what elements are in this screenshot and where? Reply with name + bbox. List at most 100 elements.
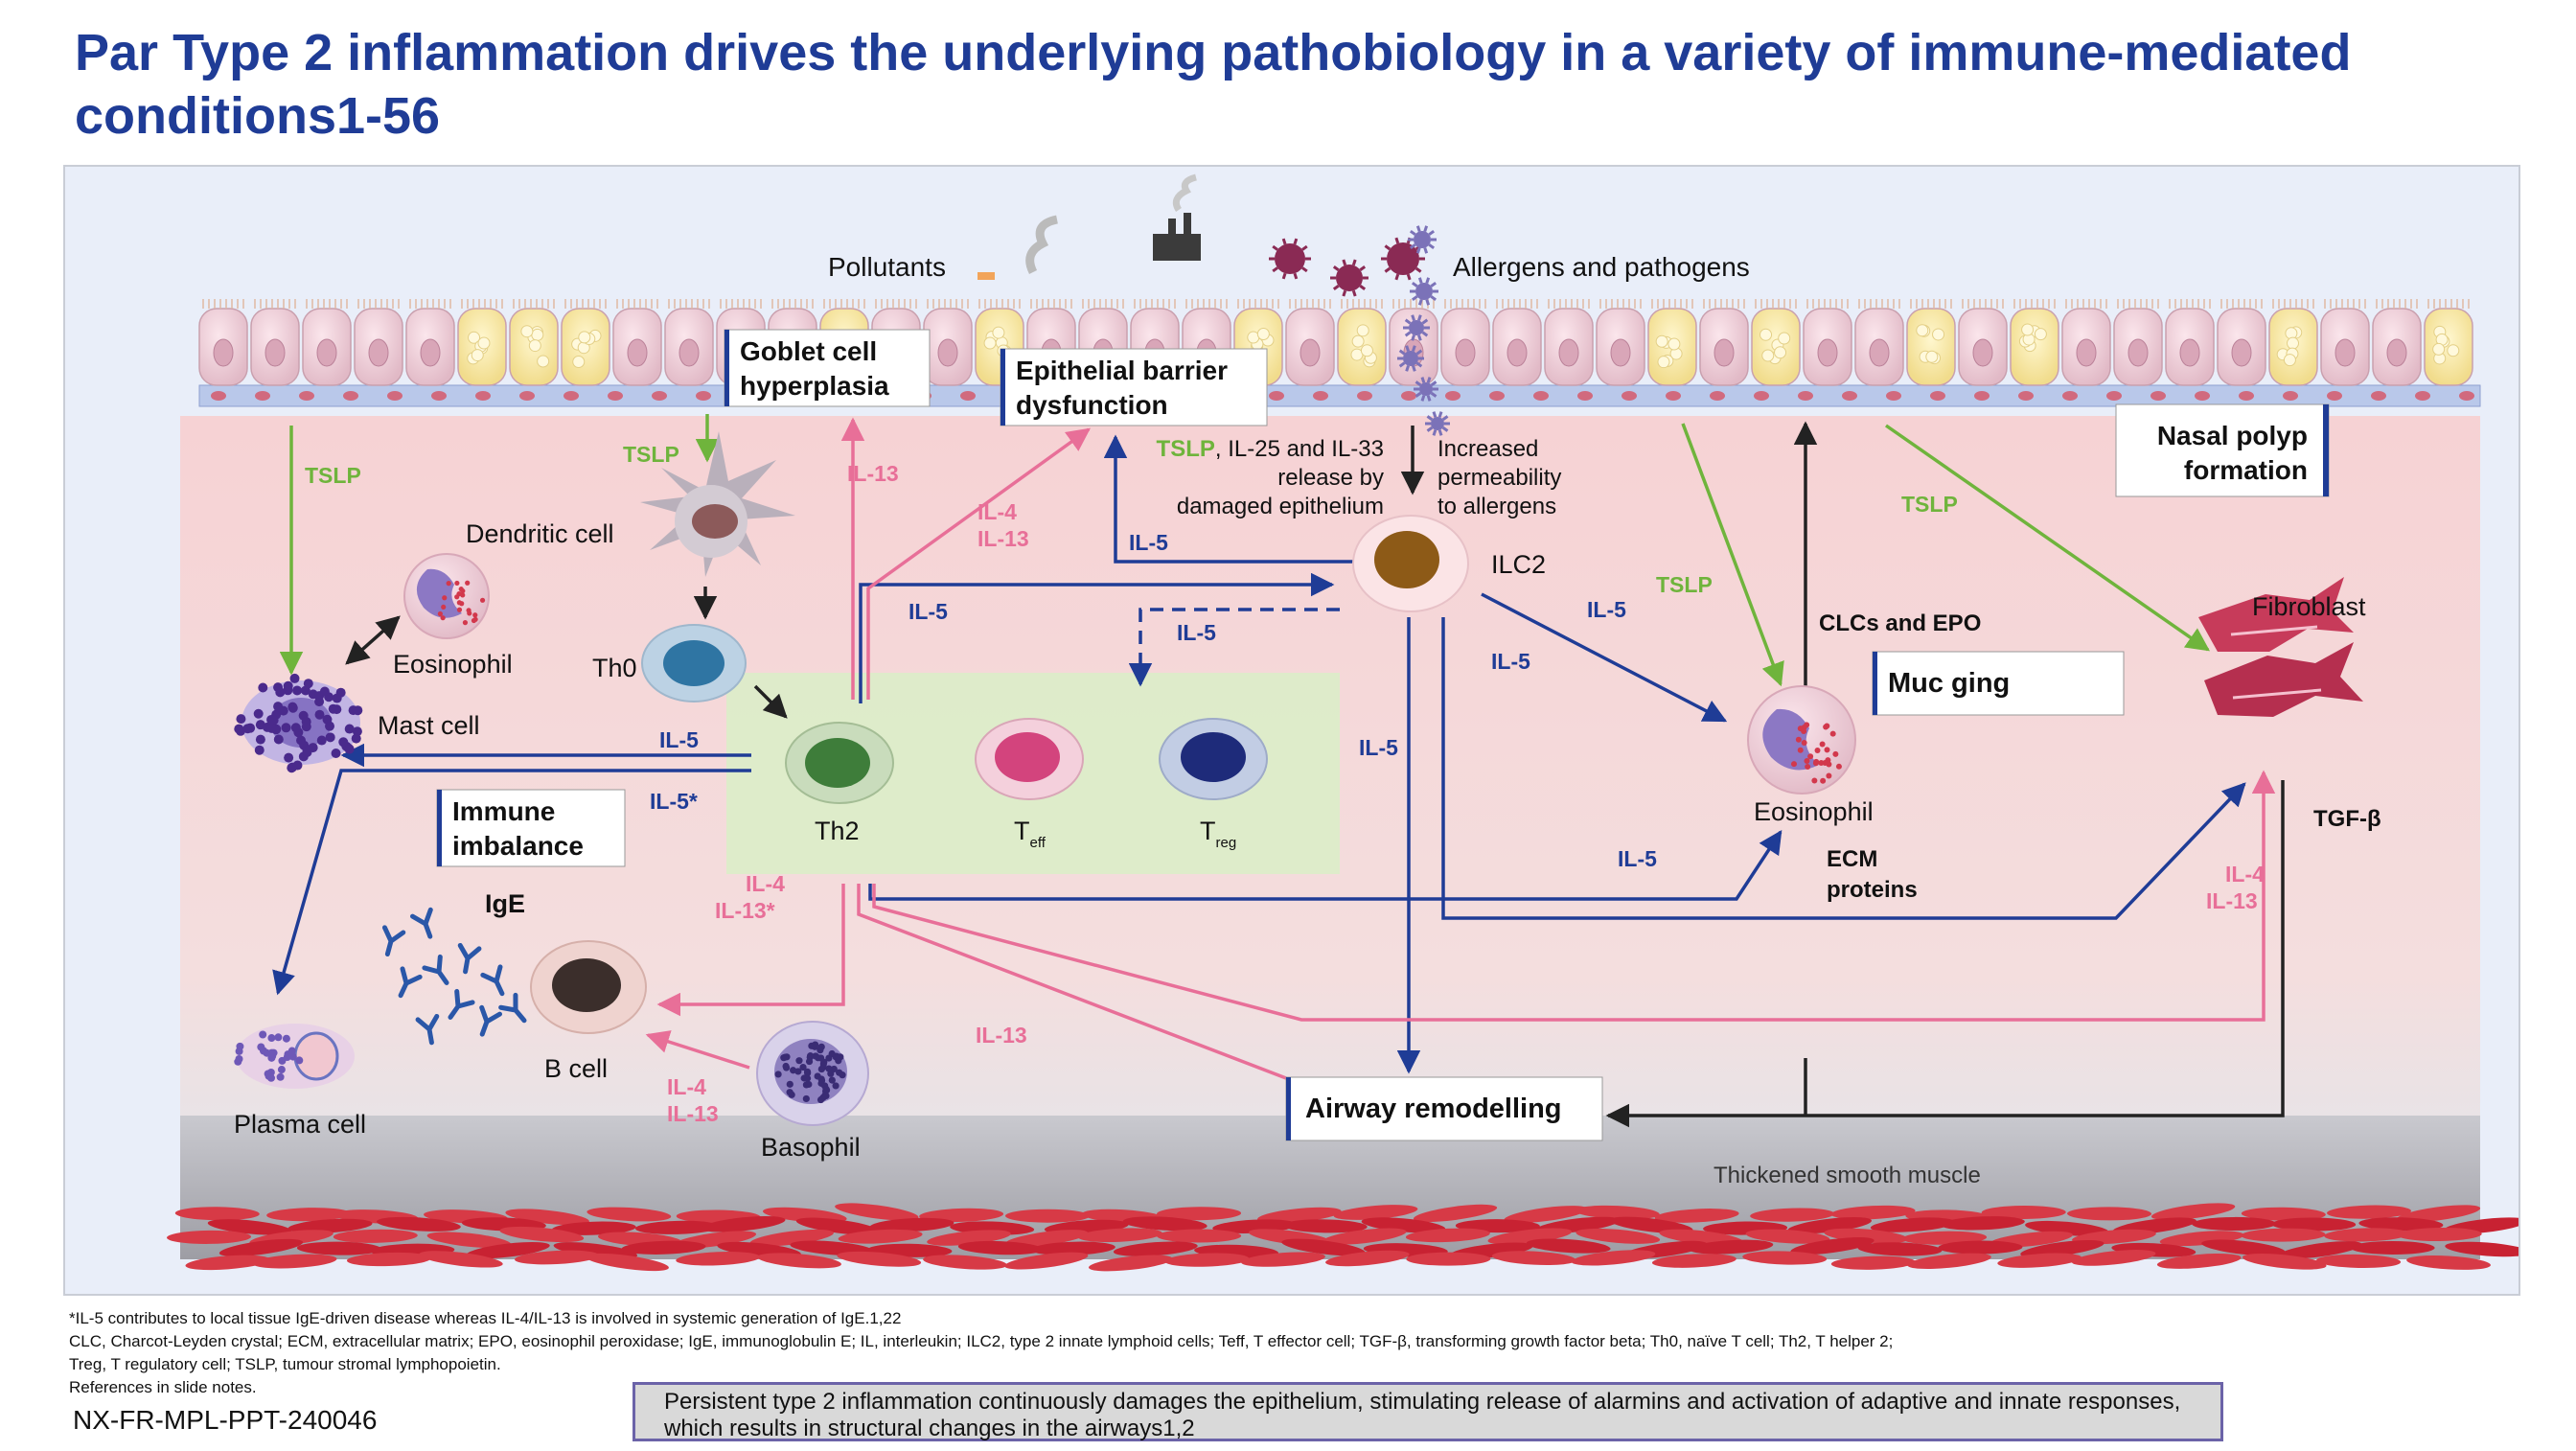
il5-label-airway: IL-5 [1359, 735, 1398, 760]
il13-to-airway [857, 884, 1346, 1104]
il4-il13-basophil-to-bcell [645, 1030, 750, 1070]
il5-label-ilc2-eos: IL-5 [1587, 597, 1626, 622]
allergens-label: Allergens and pathogens [1453, 252, 1750, 282]
il4-il13-to-fibroblast [872, 770, 2276, 1022]
tslp-label-fibroblast: TSLP [1901, 492, 1958, 517]
footnote-line-1: *IL-5 contributes to local tissue IgE-dr… [69, 1309, 902, 1327]
ige-label: IgE [485, 889, 525, 918]
mast-eosinophil-arrow [345, 615, 401, 665]
il4-label-epithelium: IL-4 [978, 499, 1017, 524]
airway-label: Airway remodelling [1305, 1094, 1562, 1124]
goblet-cell-hyperplasia-box: Goblet cell hyperplasia [724, 329, 931, 407]
tslp-arrow-eosinophil [1681, 423, 1784, 687]
diagram-panel: Pollutants Allergens and pathogens [63, 165, 2520, 1296]
treg-cell [1159, 718, 1268, 800]
il13-label-epithelium: IL-13 [978, 526, 1029, 551]
fibroblast-to-airway-line [1806, 780, 2285, 1117]
il4-il13-to-epithelium [866, 427, 1091, 700]
nasal-label-2: formation [2184, 455, 2308, 485]
plasma-cell-label: Plasma cell [234, 1110, 366, 1139]
th0-label: Th0 [592, 654, 637, 682]
document-code: NX-FR-MPL-PPT-240046 [73, 1405, 378, 1435]
release-text-3: damaged epithelium [1177, 494, 1384, 519]
goblet-label-1: Goblet cell [740, 336, 877, 366]
basophil-label: Basophil [761, 1133, 861, 1162]
epithelial-label-2: dysfunction [1016, 390, 1168, 420]
pollutants-icon [978, 173, 1201, 280]
il4-il13-to-bcell [656, 884, 845, 1017]
ecm-label-1: ECM [1827, 846, 1877, 872]
ilc2-cell [1352, 515, 1469, 612]
b-cell-label: B cell [544, 1054, 608, 1083]
th0-to-th2-arrow [753, 684, 788, 719]
permeability-text-3: to allergens [1438, 494, 1556, 519]
treg-label: Treg [1200, 817, 1236, 851]
il5-label-ilc2-down: IL-5 [1491, 649, 1530, 674]
il13-label-fibroblast: IL-13 [2206, 888, 2258, 913]
il13-label-airway: IL-13 [976, 1023, 1027, 1048]
epithelial-label-1: Epithelial barrier [1016, 356, 1228, 385]
immune-label-1: Immune [452, 796, 555, 826]
tslp-label-eosinophil: TSLP [1656, 572, 1713, 597]
tslp-label-mast: TSLP [305, 463, 361, 488]
eosinophil-right-cell [1747, 685, 1856, 795]
fibroblast-cell [2198, 577, 2363, 717]
nasal-label-1: Nasal polyp [2157, 421, 2308, 450]
teff-cell [975, 718, 1084, 800]
fibroblast-label: Fibroblast [2252, 592, 2366, 621]
basal-layer [198, 384, 2481, 407]
clcs-epo-label: CLCs and EPO [1819, 610, 1981, 636]
footnote-line-2: CLC, Charcot-Leyden crystal; ECM, extrac… [69, 1332, 1894, 1350]
il5-th2-to-eosinophil [868, 829, 1782, 901]
il4-label-fibroblast: IL-4 [2225, 862, 2265, 887]
summary-box: Persistent type 2 inflammation continuou… [632, 1382, 2223, 1441]
footnote-line-3: Treg, T regulatory cell; TSLP, tumour st… [69, 1355, 501, 1373]
il5-label-th2-eos: IL-5 [1618, 846, 1657, 871]
dendritic-cell [640, 431, 795, 577]
immune-label-2: imbalance [452, 831, 584, 861]
release-text-2: release by [1277, 465, 1384, 491]
basophil-cell [756, 1021, 869, 1126]
il13-label-goblet: IL-13 [847, 461, 899, 486]
th2-cell [785, 722, 894, 804]
footnote-line-4: References in slide notes. [69, 1378, 257, 1396]
ilc2-label: ILC2 [1491, 550, 1546, 579]
mast-cell-label: Mast cell [378, 711, 480, 740]
b-cell [530, 940, 647, 1034]
epithelial-cells [198, 299, 2473, 386]
th0-cell [641, 624, 747, 702]
plasma-cell [234, 1024, 355, 1089]
goblet-label-2: hyperplasia [740, 371, 889, 401]
pollutants-label: Pollutants [828, 252, 946, 282]
il5-ilc2-to-epithelium [1103, 434, 1370, 564]
il5-ilc2-to-eosinophil [1481, 592, 1728, 723]
release-text-1: TSLP, IL-25 and IL-33 [1157, 436, 1384, 462]
ecm-label-2: proteins [1827, 877, 1918, 903]
smooth-muscle-cells [167, 1203, 2518, 1272]
il4-label-bcell: IL-4 [746, 871, 785, 896]
il5-ilc2-to-tcells-dashed [1128, 608, 1340, 687]
permeability-text-2: permeability [1438, 465, 1561, 491]
il5-label-th2-ilc2: IL-5 [908, 599, 948, 624]
permeability-text-1: Increased [1438, 436, 1538, 462]
th2-label: Th2 [815, 817, 860, 845]
allergen-pathogen-icons [1269, 225, 1450, 436]
eosinophil-left-cell [403, 553, 490, 639]
epithelial-barrier-box: Epithelial barrier dysfunction [1000, 348, 1268, 426]
teff-label: Teff [1014, 817, 1046, 851]
ige-antibodies [381, 907, 527, 1046]
il13-label-basophil: IL-13 [667, 1101, 719, 1126]
il13-star-label: IL-13* [715, 898, 775, 923]
il5-th2-to-ilc2 [859, 572, 1335, 703]
il5-ilc2-to-fibroblast [1441, 617, 2246, 920]
pathobiology-diagram: Pollutants Allergens and pathogens [167, 173, 2518, 1272]
tslp-label-dendritic: TSLP [623, 442, 679, 467]
tslp-arrow-fibroblast [1884, 424, 2211, 652]
mast-cell [234, 673, 363, 773]
il4-label-basophil: IL-4 [667, 1074, 706, 1099]
il5-to-plasma [272, 769, 751, 996]
il5-label-epithelium: IL-5 [1129, 530, 1168, 555]
dendritic-cell-label: Dendritic cell [466, 519, 614, 548]
immune-imbalance-box: Immune imbalance [436, 789, 626, 867]
il5-label-dashed: IL-5 [1177, 620, 1216, 645]
